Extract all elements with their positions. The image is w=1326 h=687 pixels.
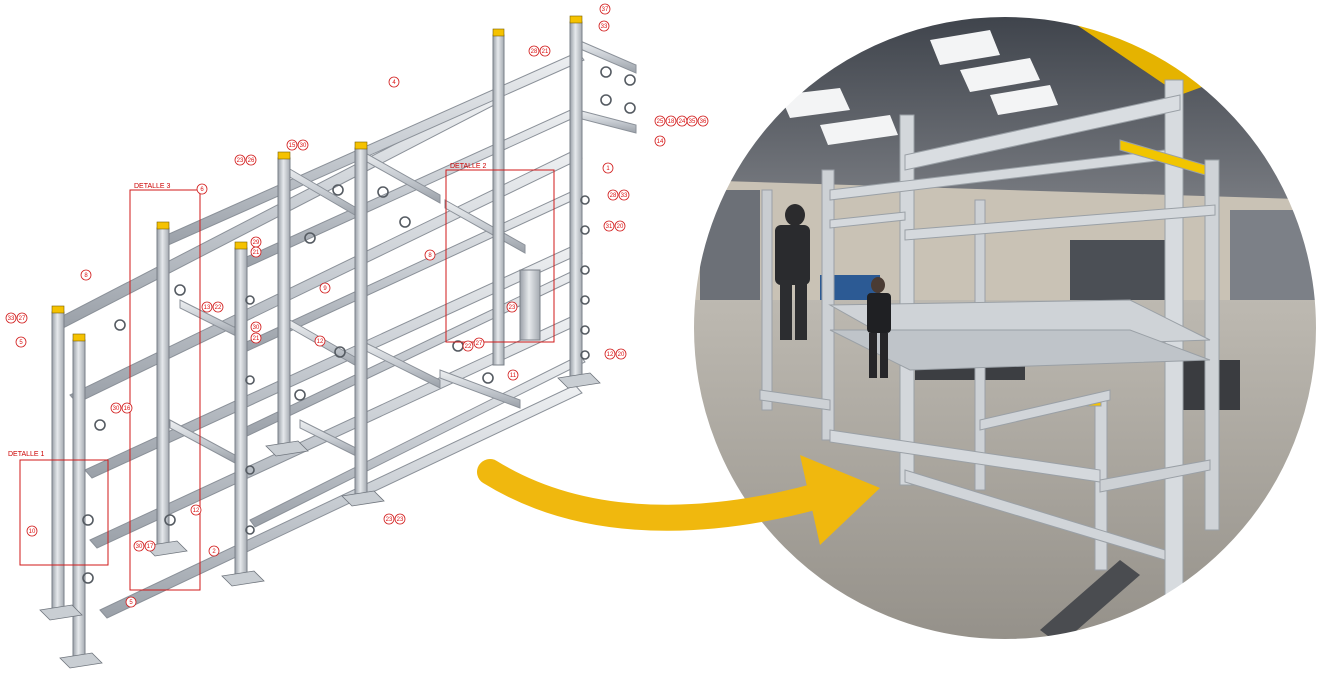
callout-number: 18	[668, 119, 675, 125]
callout-number: 28	[531, 49, 538, 55]
detail-3-label: DETALLE 3	[134, 183, 171, 190]
base-plates	[39, 372, 601, 669]
callout-number: 33	[601, 24, 608, 30]
callout-number: 21	[253, 336, 260, 342]
detail-boxes	[19, 169, 555, 591]
curved-arrow-icon	[477, 455, 880, 545]
callout-number: 30	[253, 325, 260, 331]
callout-number: 8	[428, 253, 432, 259]
post-caps	[51, 15, 583, 342]
callout-number: 12	[607, 352, 614, 358]
callout-number: 12	[317, 339, 324, 345]
photo-rack-frame	[759, 79, 1220, 611]
callout-number: 35	[689, 119, 696, 125]
callout-number: 9	[323, 286, 327, 292]
pipe-clamps	[82, 66, 636, 584]
callout-number: 12	[193, 508, 200, 514]
callout-number: 22	[465, 344, 472, 350]
callout-number: 8	[84, 273, 88, 279]
callout-number: 20	[617, 224, 624, 230]
callout-number: 28	[610, 193, 617, 199]
callout-number: 31	[606, 224, 613, 230]
callout-number: 33	[8, 316, 15, 322]
technical-drawing: DETALLE 1 DETALLE 3 DETALLE 2	[5, 3, 709, 669]
callout-number: 23	[509, 305, 516, 311]
callout-number: 10	[29, 529, 36, 535]
detail-2-label: DETALLE 2	[450, 163, 487, 170]
callout-number: 29	[253, 240, 260, 246]
callout-number: 30	[113, 406, 120, 412]
callout-number: 30	[300, 143, 307, 149]
callout-number: 25	[657, 119, 664, 125]
callout-number: 17	[147, 544, 154, 550]
callout-number: 6	[200, 187, 204, 193]
callout-number: 21	[542, 49, 549, 55]
callout-number: 15	[289, 143, 296, 149]
callout-number: 16	[124, 406, 131, 412]
callout-number: 21	[253, 250, 260, 256]
callout-number: 27	[19, 316, 26, 322]
callout-number: 4	[392, 80, 396, 86]
callout-number: 30	[136, 544, 143, 550]
callout-number: 36	[700, 119, 707, 125]
callout-number: 20	[618, 352, 625, 358]
callout-number: 11	[510, 373, 517, 379]
callout-number: 23	[237, 158, 244, 164]
callout-number: 24	[679, 119, 686, 125]
callout-number: 2	[212, 549, 216, 555]
callout-markers	[5, 3, 709, 608]
cross-beams	[169, 39, 637, 464]
callout-number: 13	[204, 305, 211, 311]
callout-number: 5	[19, 340, 23, 346]
callout-number: 26	[248, 158, 255, 164]
callout-number: 22	[215, 305, 222, 311]
callout-number: 37	[602, 7, 609, 13]
callout-number: 27	[476, 341, 483, 347]
posts	[51, 21, 583, 661]
detail-1-label: DETALLE 1	[8, 451, 45, 458]
callout-number: 1	[606, 166, 610, 172]
callout-number: 5	[129, 600, 133, 606]
callout-number: 14	[657, 139, 664, 145]
callout-number: 23	[397, 517, 404, 523]
long-beams	[54, 51, 586, 619]
callout-number: 23	[386, 517, 393, 523]
callout-number: 33	[621, 193, 628, 199]
photo-frame	[692, 15, 1318, 641]
workshop-photo	[693, 16, 1317, 640]
workers	[775, 204, 891, 378]
